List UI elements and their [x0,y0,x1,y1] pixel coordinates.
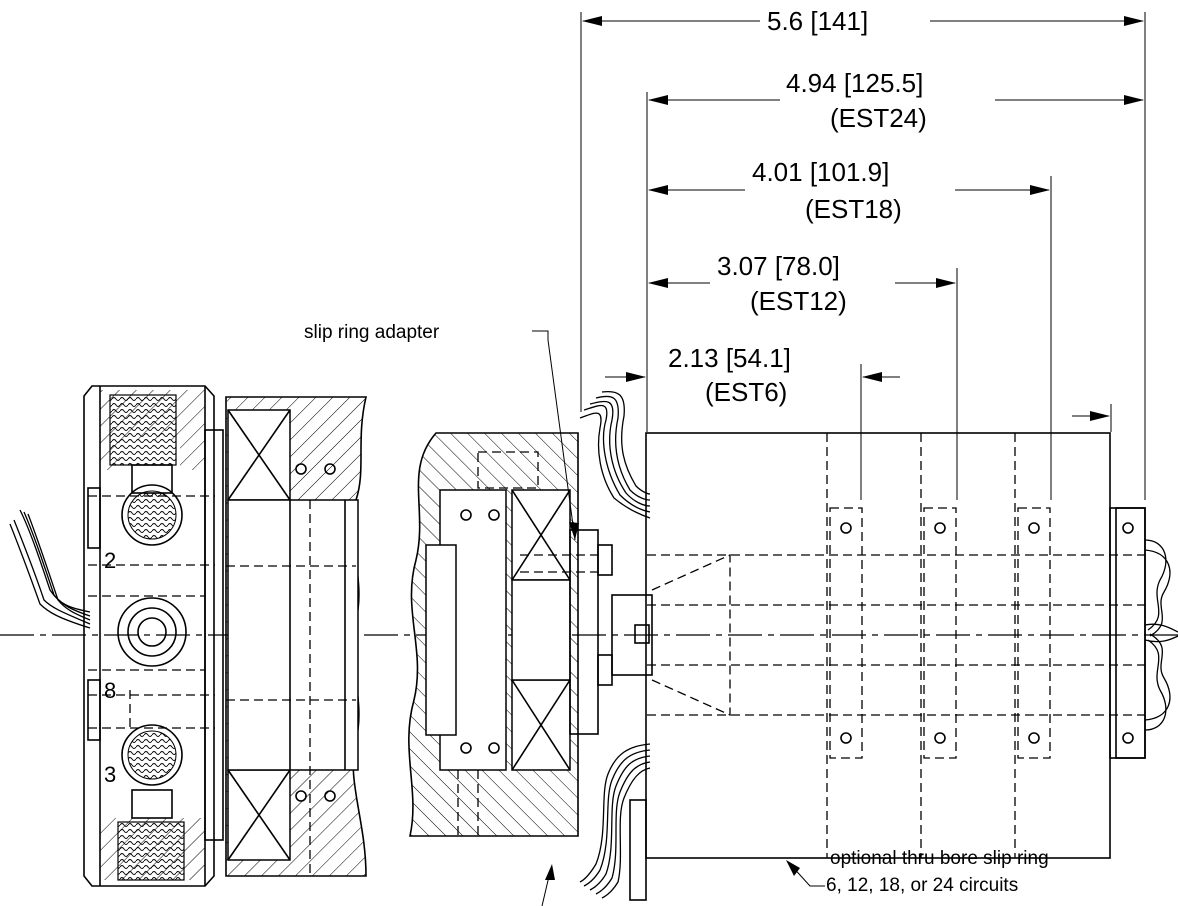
dim-est6-model: (EST6) [705,377,787,407]
bearing-housing-middle [408,432,579,837]
manifold-body [83,385,224,887]
port-label-2: 2 [104,548,116,573]
dimension-group: 5.6 [141] 4.94 [125.5] (EST24) 4.01 [101… [580,6,1146,500]
dim-est12-model: (EST12) [750,286,847,316]
wire-bundle-upper [579,390,651,519]
wire-bundle-left [9,509,91,629]
wire-bundle-right [1144,539,1178,731]
port-label-3: 3 [104,762,116,787]
dim-overall-value: 5.6 [141] [767,6,868,36]
callout-slip-ring: optional thru bore slip ring 6, 12, 18, … [786,848,1049,896]
dim-est6-value: 2.13 [54.1] [668,343,791,373]
callout-slip-ring-line2: 6, 12, 18, or 24 circuits [826,875,1018,896]
callout-wire-leader [541,864,555,906]
dim-est24-value: 4.94 [125.5] [786,68,923,98]
dim-est18-value: 4.01 [101.9] [752,157,889,187]
callout-adapter-label: slip ring adapter [304,322,440,343]
callout-adapter: slip ring adapter [304,322,579,541]
slip-ring-body [629,432,1146,901]
slip-ring-adapter [520,529,653,735]
dim-est24-model: (EST24) [830,103,927,133]
bearing-housing-left [225,396,368,877]
callout-slip-ring-line1: optional thru bore slip ring [830,848,1049,869]
dim-est18-model: (EST18) [805,194,902,224]
wire-bundle-lower [579,743,651,899]
dim-est12-value: 3.07 [78.0] [717,251,840,281]
port-label-8: 8 [104,678,116,703]
